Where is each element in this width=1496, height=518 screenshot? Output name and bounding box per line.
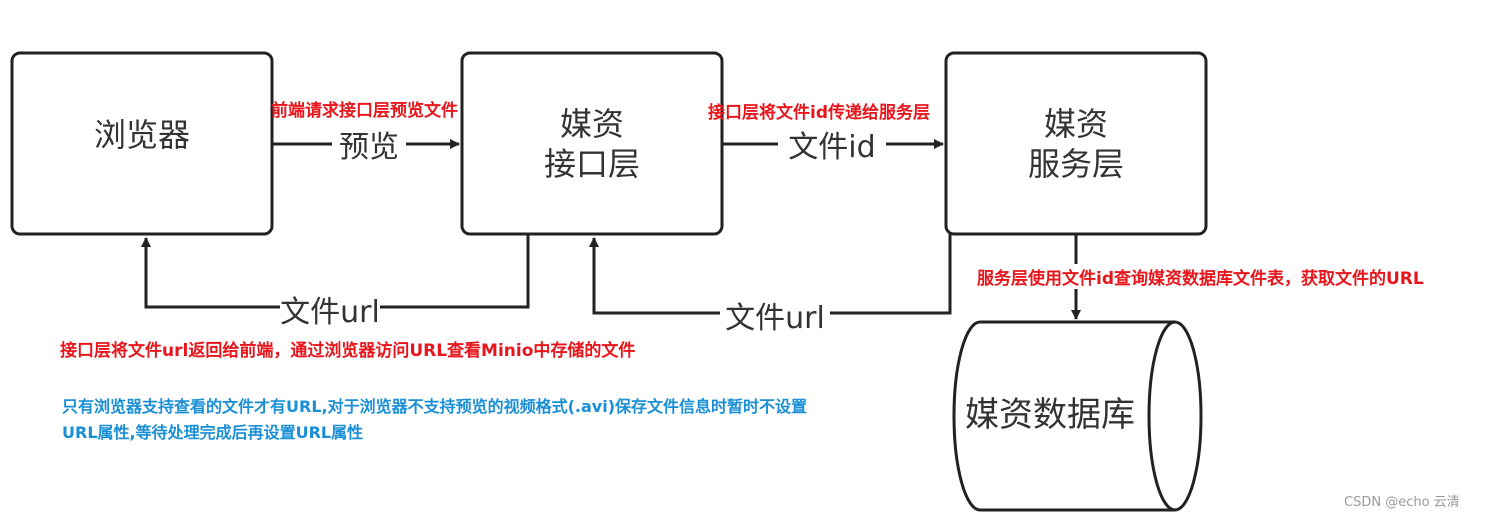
api-layer-node xyxy=(460,51,724,236)
api-return-url-annotation: 接口层将文件url返回给前端，通过浏览器访问URL查看Minio中存储的文件 xyxy=(60,341,636,361)
file-id-edge-label: 文件id xyxy=(788,130,875,165)
api-layer-label-line2: 接口层 xyxy=(544,145,640,183)
service-layer-node xyxy=(944,51,1208,236)
csdn-watermark: CSDN @echo 云清 xyxy=(1344,495,1460,510)
api-pass-id-annotation: 接口层将文件id传递给服务层 xyxy=(708,103,930,123)
service-query-annotation: 服务层使用文件id查询媒资数据库文件表，获取文件的URL xyxy=(977,264,1424,289)
database-node xyxy=(952,320,1203,512)
service-layer-label-line1: 媒资 xyxy=(1044,105,1108,143)
preview-edge-label: 预览 xyxy=(339,130,399,165)
url-to-api-label: 文件url xyxy=(725,301,825,336)
url-to-browser-label: 文件url xyxy=(280,295,380,330)
url-property-note-line2: URL属性,等待处理完成后再设置URL属性 xyxy=(62,423,364,442)
url-property-note-line1: 只有浏览器支持查看的文件才有URL,对于浏览器不支持预览的视频格式(.avi)保… xyxy=(62,397,808,416)
service-layer-label-line2: 服务层 xyxy=(1028,145,1124,183)
browser-label: 浏览器 xyxy=(94,116,190,154)
frontend-request-annotation: 前端请求接口层预览文件 xyxy=(271,101,458,121)
api-layer-label-line1: 媒资 xyxy=(560,105,624,143)
database-label: 媒资数据库 xyxy=(965,395,1135,435)
